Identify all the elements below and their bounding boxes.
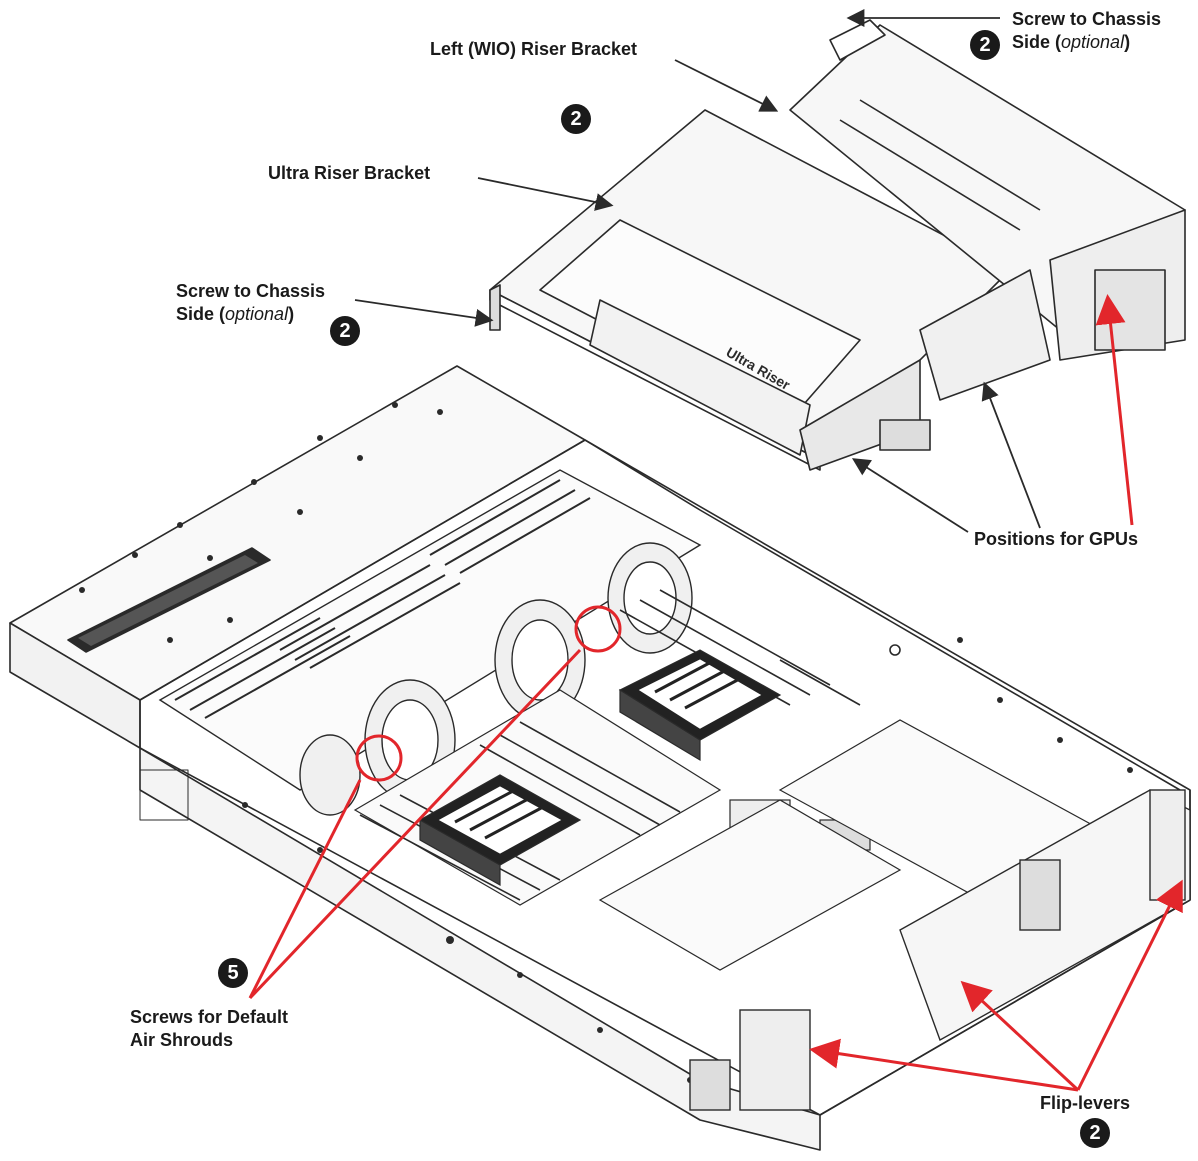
step-badge-left: 2 (330, 316, 360, 346)
screw-highlight-left (355, 734, 403, 782)
screw-to-chassis-left-label: Screw to Chassis Side (optional) (176, 281, 326, 324)
flip-levers-label: Flip-levers (1040, 1093, 1131, 1113)
screws-air-shrouds-label: Screws for Default Air Shrouds (130, 1007, 289, 1050)
ultra-riser-bracket (489, 109, 1011, 471)
positions-for-gpus-label: Positions for GPUs (974, 529, 1139, 549)
screw-highlight-right (574, 605, 622, 653)
black-leader-lines (354, 9, 1041, 533)
left-wio-riser-bracket (789, 19, 1186, 401)
step-badge-flip: 2 (1080, 1118, 1110, 1148)
ultra-riser-label: Ultra Riser Bracket (268, 163, 431, 183)
step-badge-screws: 5 (218, 958, 248, 988)
step-badge-top-right: 2 (970, 30, 1000, 60)
step-badge-center: 2 (561, 104, 591, 134)
left-wio-riser-label: Left (WIO) Riser Bracket (430, 39, 638, 59)
rear-cage (689, 789, 1191, 1111)
red-callouts (248, 294, 1183, 1092)
screw-to-chassis-top-label: Screw to Chassis Side (optional) (1012, 9, 1162, 52)
